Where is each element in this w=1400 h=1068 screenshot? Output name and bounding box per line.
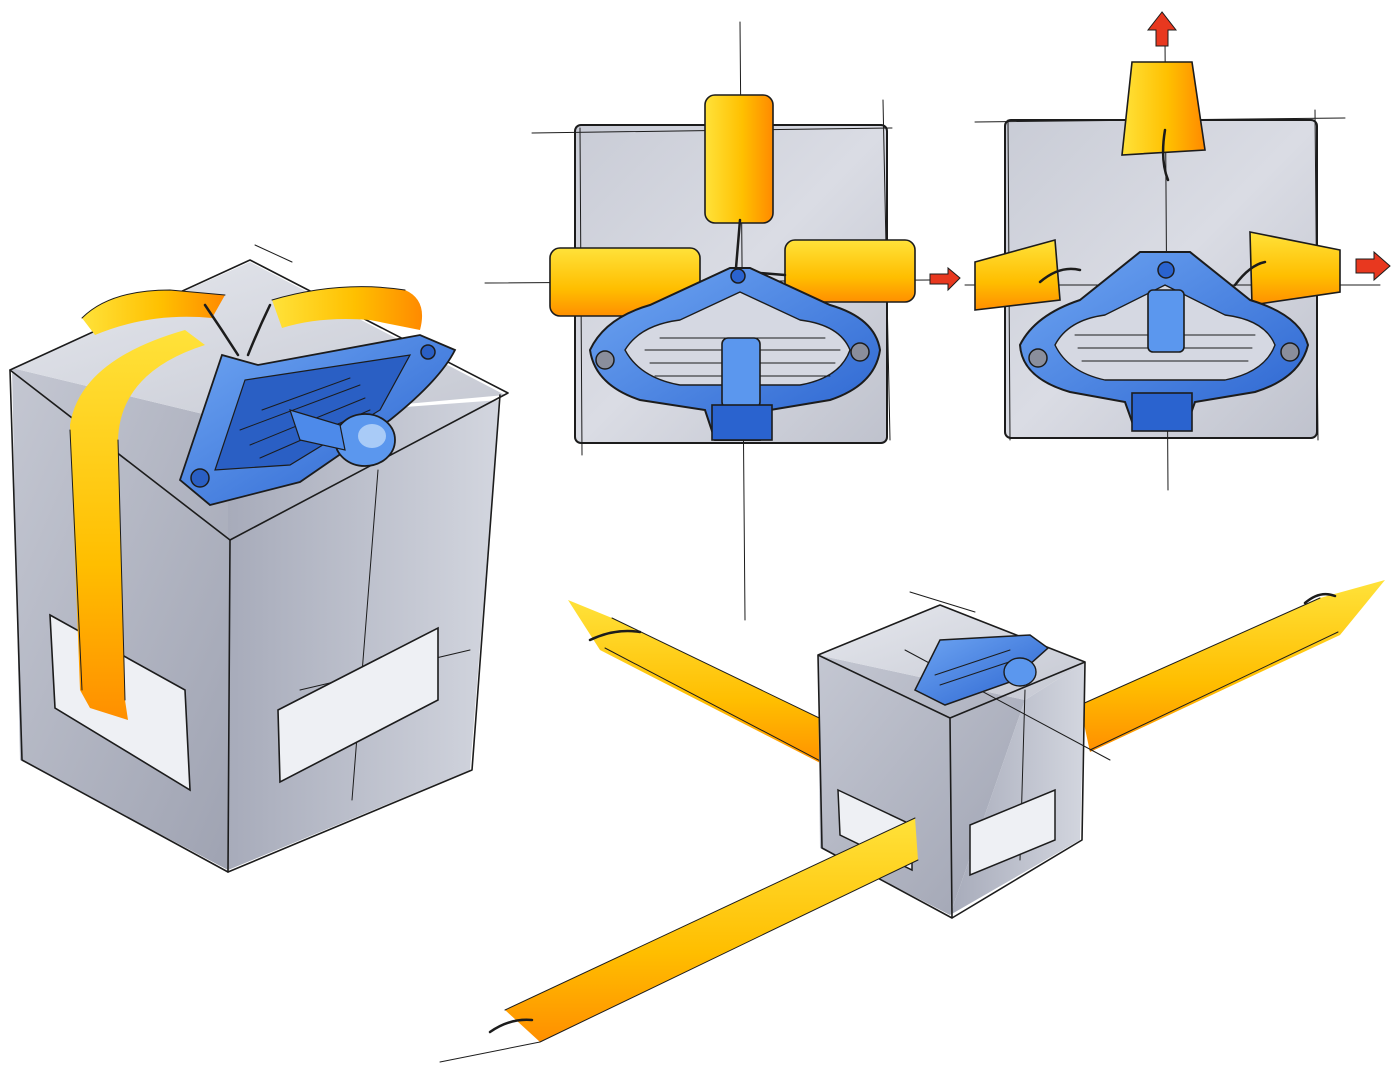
clamp-plunger-closed <box>721 337 761 409</box>
installed-view <box>439 580 1385 1063</box>
cable-upper-left <box>568 600 840 768</box>
perspective-view <box>9 244 509 873</box>
clamp-body-installed <box>913 634 1050 706</box>
cable-top-left <box>82 290 225 335</box>
front-view-closed <box>484 21 961 621</box>
cable-upper-right <box>1080 580 1385 752</box>
cable-right-opened <box>1249 231 1341 306</box>
cube-opening-right <box>969 788 1056 877</box>
arrow-icon <box>1355 250 1391 282</box>
cable-up-closed <box>704 94 774 224</box>
arrow-icon <box>929 266 961 292</box>
front-view-opened <box>964 11 1391 491</box>
cable-vertical <box>70 330 205 720</box>
clamp-plunger-opened <box>1147 289 1185 353</box>
cable-top-right <box>272 286 423 330</box>
box-opening-right <box>277 626 439 784</box>
arrow-icon <box>1146 11 1178 47</box>
cable-up-opened <box>1121 61 1206 156</box>
cable-lower <box>505 818 918 1042</box>
cable-left-opened <box>974 238 1061 311</box>
cable-right-closed <box>784 239 916 303</box>
